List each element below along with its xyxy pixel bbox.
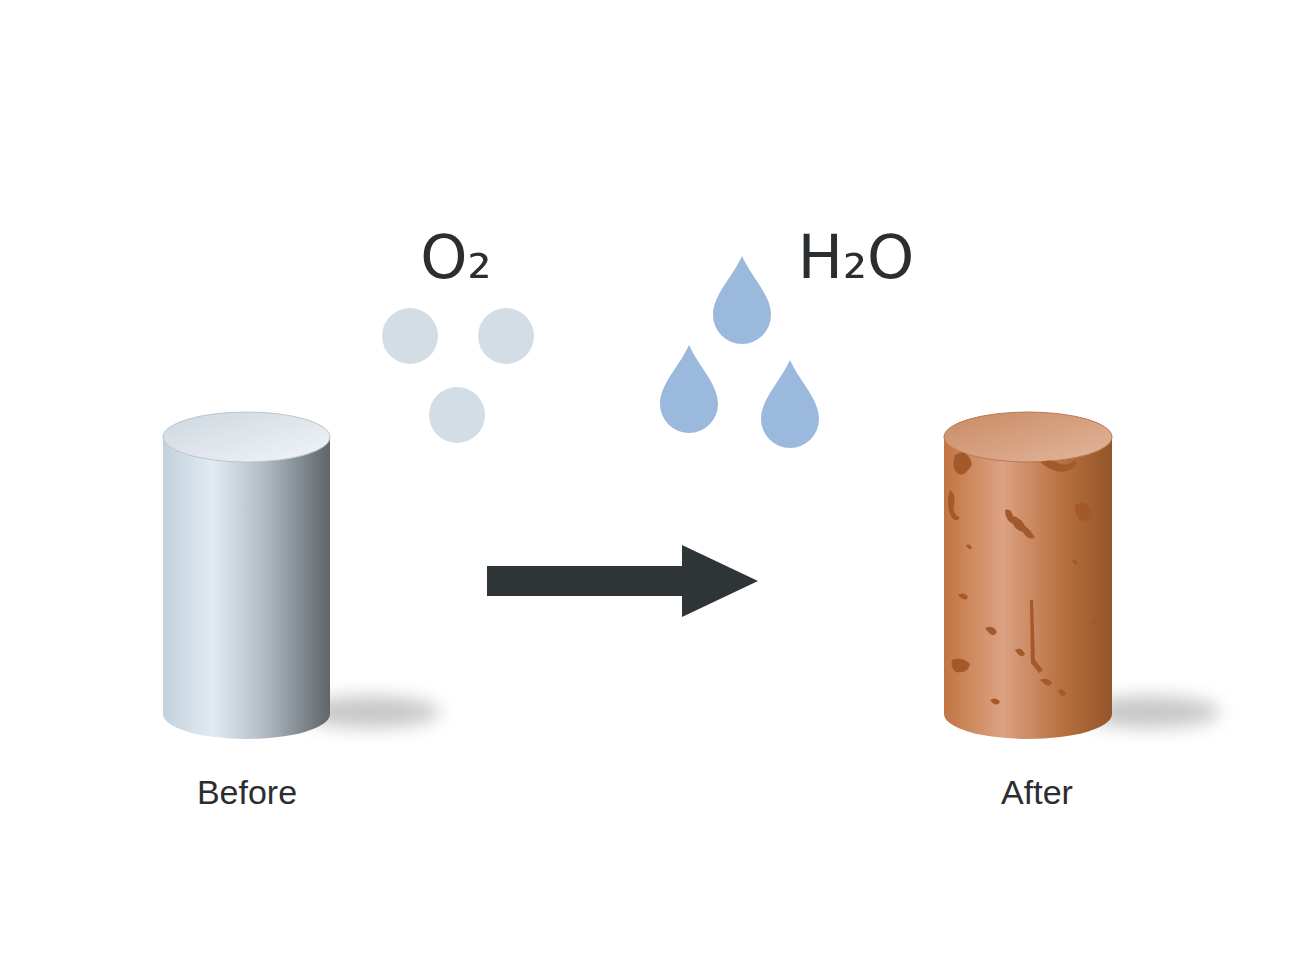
state-label: After: [1001, 775, 1073, 809]
steel-cylinder: [163, 412, 330, 739]
water-drops: [660, 256, 819, 448]
rusted-cylinder: [944, 412, 1112, 739]
state-label: Before: [197, 775, 297, 809]
oxygen-dots: [382, 308, 534, 443]
formula-label: H₂O: [798, 227, 914, 287]
formula-label: O₂: [420, 227, 491, 287]
reaction-arrow: [487, 545, 758, 617]
